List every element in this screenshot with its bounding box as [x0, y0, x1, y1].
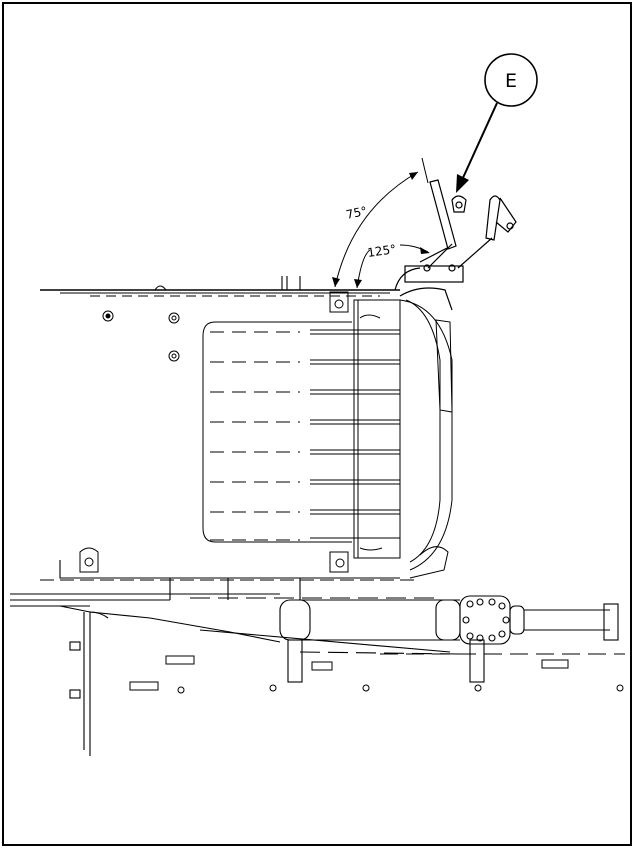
core-fins	[310, 329, 400, 539]
bolt-center	[105, 313, 111, 319]
bracket-curve-2	[399, 287, 453, 311]
core-hidden-fins	[210, 331, 300, 541]
tag-3	[129, 681, 159, 691]
core-outline-left	[202, 321, 352, 543]
lug-top-right	[329, 291, 349, 313]
lever-right	[485, 195, 501, 241]
bolt-center	[171, 353, 177, 359]
angle-75-arc	[334, 171, 419, 288]
lower-chassis	[10, 578, 461, 756]
angle-reference-line	[421, 157, 429, 184]
tag-1	[165, 655, 195, 665]
lever-right-pin	[506, 222, 514, 230]
lever-left-pin	[455, 201, 463, 209]
lug-bottom-right	[329, 551, 349, 573]
callout-e: E	[456, 53, 538, 193]
linkage-pivot-1	[423, 264, 431, 272]
core-bottom-hook	[359, 547, 383, 551]
lug-bottom-right-hole	[335, 558, 345, 568]
chassis-slope-1	[59, 605, 281, 643]
chassis-hook	[89, 611, 109, 619]
bolt-small	[362, 684, 370, 692]
callout-arrowhead	[456, 174, 469, 193]
side-bracket-bottom	[409, 546, 449, 579]
angle-125-arrow-right	[420, 247, 430, 254]
angle-125-arrow-bottom	[354, 279, 362, 288]
tag-2	[311, 661, 333, 671]
bearing-bolts	[462, 598, 510, 642]
lug-top-right-hole	[334, 299, 344, 309]
hanger-bracket-right	[469, 639, 485, 683]
shaft-sleeve	[435, 599, 461, 641]
left-member-tab-2	[69, 689, 81, 699]
bracket-curve-1	[394, 267, 421, 291]
core-tank	[353, 299, 401, 559]
top-hook	[154, 285, 167, 291]
callout-label: E	[505, 70, 517, 92]
handle-levers	[394, 179, 517, 311]
side-bracket-top	[435, 319, 453, 413]
frame-plate	[40, 276, 420, 581]
plate-bolts	[79, 291, 349, 573]
cooler-core	[202, 299, 453, 579]
bolt-small	[269, 684, 277, 692]
shaft-coupling-left	[279, 599, 311, 641]
linkage-pivot-2	[448, 264, 456, 272]
lever-left	[429, 179, 457, 250]
bolt	[168, 350, 180, 362]
angle-125-label: 125°	[366, 242, 397, 260]
lever-right-plate	[495, 197, 517, 233]
side-panel-curve	[399, 299, 453, 571]
bolt	[102, 310, 114, 322]
angle-75-arrow-bottom	[332, 277, 340, 287]
core-top-hook	[359, 314, 381, 319]
lug-left	[79, 547, 99, 573]
hanger-bracket-left	[287, 639, 303, 683]
callout-leader-line	[461, 102, 498, 181]
drive-shaft	[279, 595, 619, 683]
lower-fasteners	[129, 653, 625, 694]
linkage-1	[419, 247, 448, 263]
callout-circle	[484, 53, 538, 107]
chassis-slope-2	[199, 629, 451, 653]
bolt-small	[616, 684, 624, 692]
bolt-small	[177, 686, 185, 694]
lever-left-latch	[451, 195, 467, 213]
bolt-small	[474, 684, 482, 692]
shaft-end-cap	[603, 603, 619, 641]
angle-dimensions	[332, 157, 430, 289]
angle-75-arrow-top	[409, 172, 418, 180]
lever-bracket	[404, 265, 464, 283]
tag-4	[541, 659, 569, 669]
bolt-center	[171, 315, 177, 321]
plate-bottom-edge	[59, 560, 400, 579]
left-member-tab-1	[69, 641, 81, 651]
lug-left-hole	[84, 557, 94, 567]
side-panel-curve-inner	[405, 299, 441, 563]
shaft-collar	[509, 605, 525, 635]
linkage-2	[457, 237, 493, 269]
angle-75-label: 75°	[345, 204, 369, 222]
bolt	[168, 312, 180, 324]
linkage-3	[427, 243, 453, 269]
